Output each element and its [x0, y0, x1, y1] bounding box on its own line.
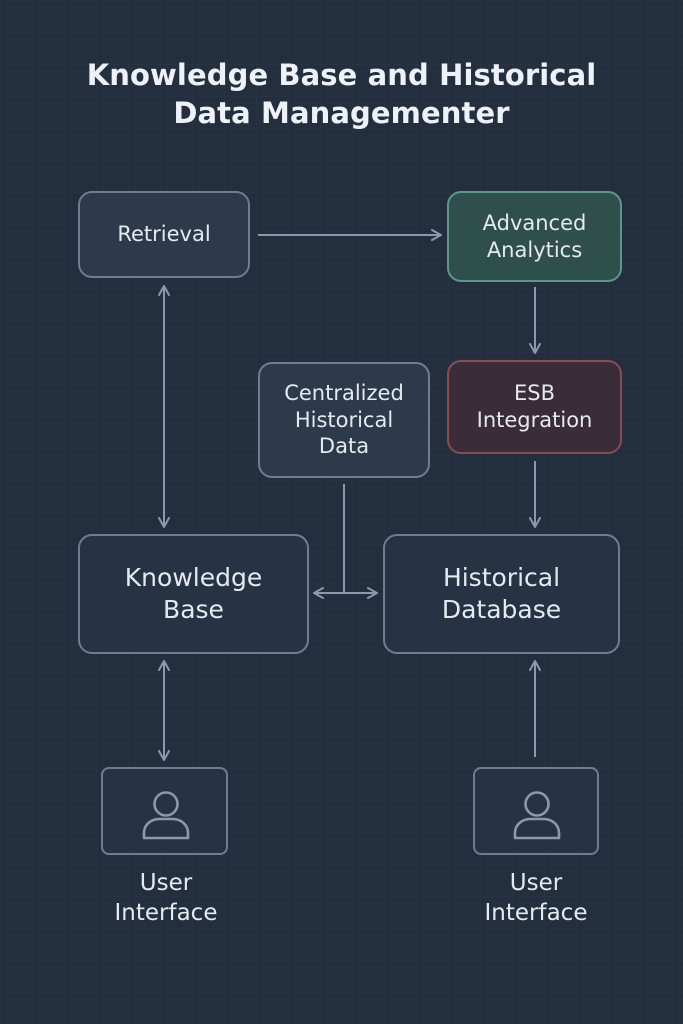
node-esb-integration-label-2: Integration: [476, 408, 593, 432]
user-icon: [142, 791, 190, 840]
user-interface-left-label-1: User: [139, 870, 193, 896]
diagram-title-line-1: Knowledge Base and Historical: [86, 58, 597, 92]
user-icon: [513, 791, 561, 840]
diagram-title-line-2: Data Managementer: [173, 96, 510, 130]
node-knowledge-base: Knowledge Base: [78, 534, 309, 654]
user-interface-right-label-1: User: [509, 870, 563, 896]
node-centralized-label-2: Historical: [294, 407, 394, 432]
user-interface-right-box: [473, 767, 599, 855]
node-esb-integration: ESB Integration: [447, 360, 622, 454]
node-centralized-label-1: Centralized: [284, 380, 404, 405]
node-historical-database-label-2: Database: [441, 595, 562, 624]
node-advanced-analytics-label-1: Advanced: [482, 210, 587, 235]
user-interface-left-label-2: Interface: [114, 900, 218, 926]
node-historical-database: Historical Database: [383, 534, 620, 654]
node-knowledge-base-label-2: Base: [163, 595, 224, 624]
user-interface-left-label: User Interface: [76, 868, 256, 928]
node-esb-integration-label-1: ESB: [513, 381, 555, 406]
node-centralized-label-3: Data: [318, 434, 370, 459]
node-retrieval-label: Retrieval: [117, 222, 211, 247]
node-advanced-analytics-label-2: Analytics: [486, 237, 583, 262]
node-retrieval: Retrieval: [78, 191, 250, 278]
node-advanced-analytics: Advanced Analytics: [447, 191, 622, 282]
node-centralized-historical-data: Centralized Historical Data: [258, 362, 430, 478]
node-knowledge-base-label-1: Knowledge: [124, 563, 263, 592]
user-interface-right-label: User Interface: [446, 868, 626, 928]
user-interface-left-box: [101, 767, 228, 855]
node-historical-database-label-1: Historical: [442, 563, 561, 592]
user-interface-right-label-2: Interface: [484, 900, 588, 926]
